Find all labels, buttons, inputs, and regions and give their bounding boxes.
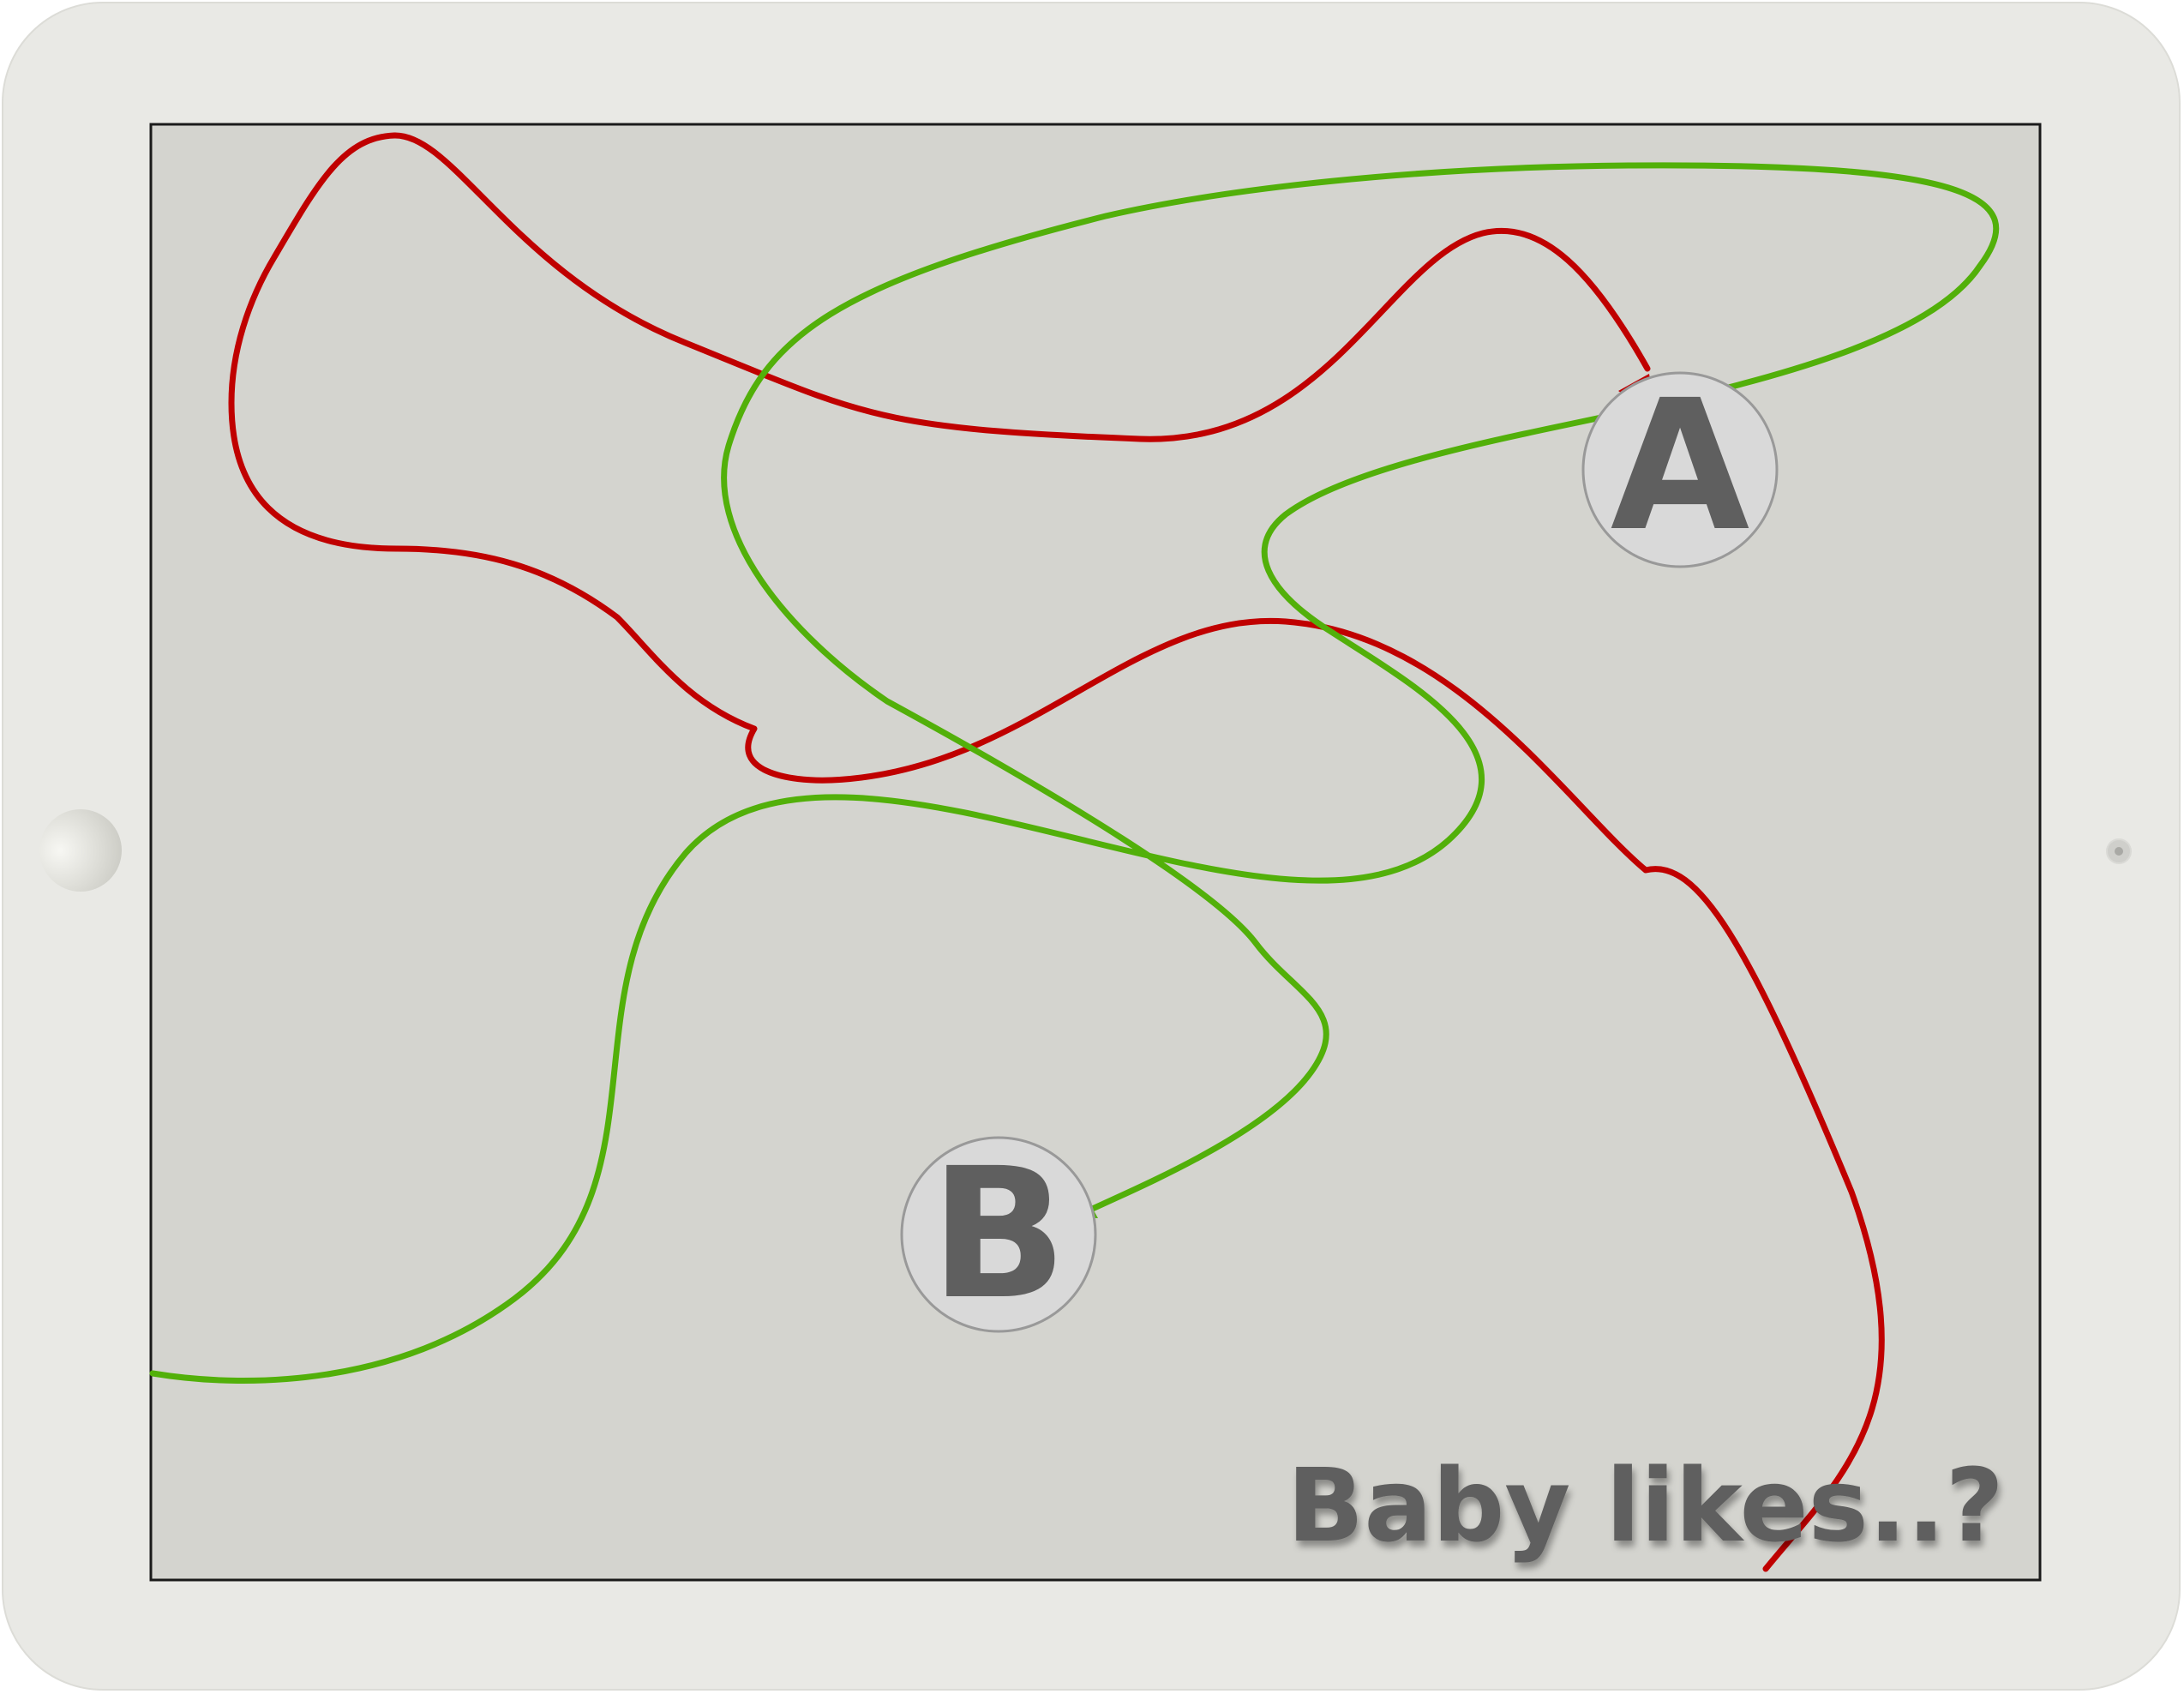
screen-area [149, 123, 2042, 1582]
caption-text: Baby likes..? [1287, 1446, 2004, 1565]
node-a-label: A [1611, 361, 1750, 571]
red-path [228, 132, 1885, 1572]
node-a: A [1581, 361, 1779, 571]
node-b: B [900, 1129, 1097, 1339]
camera-icon [2106, 838, 2132, 864]
node-b-label: B [930, 1129, 1067, 1339]
green-path [149, 162, 2000, 1385]
home-button[interactable] [39, 809, 122, 892]
